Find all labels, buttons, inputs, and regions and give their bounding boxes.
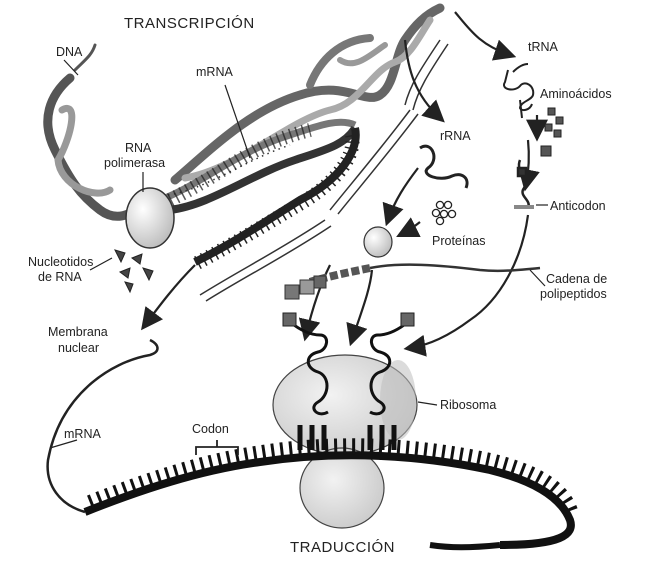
label-dna: DNA bbox=[56, 45, 83, 59]
label-rrna: rRNA bbox=[440, 129, 471, 143]
amino-acid-blocks bbox=[540, 107, 564, 157]
rna-nucleotides bbox=[114, 249, 154, 294]
label-codon: Codon bbox=[192, 422, 229, 436]
label-leader-lines bbox=[49, 59, 548, 449]
label-nucleotides-line1: Nucleotidos bbox=[28, 255, 93, 269]
codon-bracket bbox=[195, 440, 239, 455]
label-ribosome: Ribosoma bbox=[440, 398, 496, 412]
label-mrna-top: mRNA bbox=[196, 65, 233, 79]
label-polypeptide-line2: polipeptidos bbox=[540, 287, 607, 301]
charged-trna bbox=[514, 159, 534, 209]
protein-particles bbox=[431, 200, 457, 226]
label-trna: tRNA bbox=[528, 40, 559, 54]
ribosome-trnas bbox=[282, 312, 415, 450]
label-rna-polymerase-line2: polimerasa bbox=[104, 156, 165, 170]
label-anticodon: Anticodon bbox=[550, 199, 606, 213]
title-translation: TRADUCCIÓN bbox=[290, 539, 395, 556]
label-polypeptide-line1: Cadena de bbox=[546, 272, 607, 286]
ribosomal-subunit-small bbox=[363, 226, 393, 258]
label-nuclear-membrane-line2: nuclear bbox=[58, 341, 99, 355]
polypeptide-chain bbox=[284, 263, 541, 300]
mrna-translation-strand bbox=[83, 438, 578, 551]
label-nuclear-membrane-line1: Membrana bbox=[48, 325, 108, 339]
transcription-bubble bbox=[158, 118, 360, 271]
title-transcription: TRANSCRIPCIÓN bbox=[124, 15, 255, 32]
label-mrna-bottom: mRNA bbox=[64, 427, 101, 441]
label-amino-acids: Aminoácidos bbox=[540, 87, 612, 101]
nuclear-membrane bbox=[46, 338, 159, 514]
trna-molecule bbox=[503, 63, 535, 119]
rna-polymerase-body bbox=[125, 187, 175, 249]
label-proteins: Proteínas bbox=[432, 234, 486, 248]
label-rna-polymerase-line1: RNA bbox=[125, 141, 152, 155]
nuclear-pore-channels bbox=[199, 39, 449, 302]
ribosome bbox=[272, 354, 418, 529]
rrna-strand bbox=[419, 144, 469, 189]
process-arrows bbox=[141, 11, 548, 357]
label-nucleotides-line2: de RNA bbox=[38, 270, 82, 284]
